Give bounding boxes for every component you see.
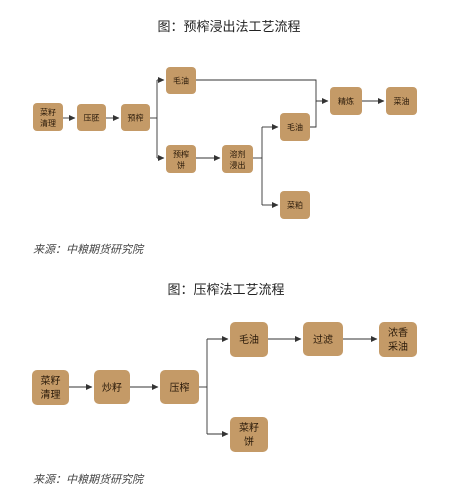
- svg-text:菜油: 菜油: [394, 96, 410, 106]
- svg-text:预榨: 预榨: [173, 149, 189, 159]
- svg-text:采油: 采油: [388, 340, 408, 353]
- node-crude-oil: 毛油: [230, 322, 268, 357]
- node-fragrant-oil: 浓香 采油: [379, 322, 417, 357]
- node-refine: 精炼: [330, 87, 362, 115]
- svg-text:清理: 清理: [41, 388, 61, 401]
- svg-text:压榨: 压榨: [170, 381, 190, 394]
- node-prepress-cake: 预榨 饼: [166, 145, 196, 173]
- svg-text:菜粕: 菜粕: [287, 200, 303, 210]
- svg-text:饼: 饼: [177, 160, 185, 170]
- node-crude-oil-top: 毛油: [166, 67, 196, 94]
- diagram2-title: 图：压榨法工艺流程: [167, 282, 284, 298]
- node-rapeseed-clean-1: 菜籽 清理: [33, 103, 63, 131]
- node-rapeseed-oil: 菜油: [386, 87, 417, 115]
- arrow-top-oil-to-refine: [196, 79, 329, 104]
- node-press: 压榨: [160, 370, 199, 404]
- svg-text:毛油: 毛油: [239, 333, 259, 346]
- svg-text:浓香: 浓香: [388, 327, 408, 339]
- svg-text:菜籽: 菜籽: [41, 375, 61, 387]
- node-prepress: 预榨: [121, 104, 150, 131]
- node-rapeseed-cake: 菜籽 饼: [230, 417, 268, 452]
- node-press-blank: 压胚: [77, 104, 106, 131]
- node-crude-oil-mid: 毛油: [280, 113, 310, 141]
- svg-text:炒籽: 炒籽: [102, 382, 122, 394]
- svg-text:浸出: 浸出: [230, 160, 246, 170]
- line-mid-oil-to-refine: [310, 101, 317, 128]
- svg-text:清理: 清理: [40, 118, 56, 128]
- svg-text:毛油: 毛油: [287, 122, 303, 132]
- diagram1-source: 来源：中粮期货研究院: [33, 243, 145, 256]
- node-solvent-extraction: 溶剂 浸出: [222, 145, 253, 173]
- node-rapeseed-clean-2: 菜籽 清理: [32, 370, 69, 405]
- svg-text:溶剂: 溶剂: [230, 149, 246, 159]
- svg-text:压胚: 压胚: [84, 114, 100, 123]
- diagram1-connectors: [63, 77, 385, 208]
- node-roast-seed: 炒籽: [94, 370, 130, 404]
- svg-text:预榨: 预榨: [128, 113, 144, 123]
- svg-text:毛油: 毛油: [173, 76, 189, 86]
- diagram2-source: 来源：中粮期货研究院: [33, 473, 145, 486]
- svg-text:菜籽: 菜籽: [239, 422, 259, 434]
- svg-text:精炼: 精炼: [338, 96, 354, 106]
- svg-text:菜籽: 菜籽: [40, 107, 56, 117]
- node-meal: 菜粕: [280, 191, 310, 219]
- svg-text:饼: 饼: [244, 435, 254, 448]
- node-filter: 过滤: [303, 322, 343, 356]
- diagram2-connectors: [69, 336, 378, 437]
- svg-text:过滤: 过滤: [313, 333, 333, 346]
- diagram1-title: 图：预榨浸出法工艺流程: [157, 19, 300, 35]
